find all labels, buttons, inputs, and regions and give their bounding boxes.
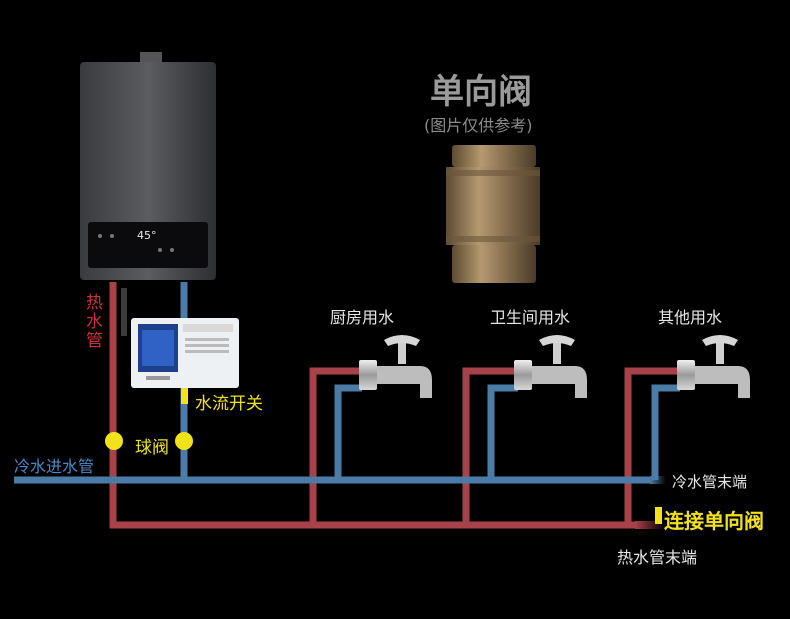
heater-display: 45° (137, 229, 157, 242)
faucet-label-other: 其他用水 (658, 308, 723, 327)
check-valve-marker (655, 507, 662, 524)
flow-switch-controller (131, 318, 239, 388)
ball-valve-label: 球阀 (135, 438, 169, 458)
cold-inlet-label: 冷水进水管 (14, 457, 95, 476)
hot-pipe-end (635, 521, 665, 529)
faucet-label-kitchen: 厨房用水 (330, 308, 395, 327)
cold-pipe-end (650, 476, 666, 484)
wire (121, 288, 127, 336)
ball-valve-cold (175, 432, 193, 450)
valve-reference-note: (图片仅供参考) (424, 116, 533, 135)
flow-switch-label: 水流开关 (195, 394, 263, 414)
ball-valve-hot (105, 432, 123, 450)
connect-check-valve-label: 连接单向阀 (664, 509, 764, 533)
water-heater (80, 52, 216, 280)
valve-title: 单向阀 (430, 72, 532, 112)
hot-water-pipe (109, 282, 680, 529)
check-valve-image (446, 145, 540, 283)
faucet-kitchen (359, 335, 432, 398)
hot-pipe-label: 热水管 (86, 293, 103, 351)
faucet-label-bathroom: 卫生间用水 (490, 308, 571, 327)
faucet-other (677, 335, 750, 398)
hot-pipe-end-label: 热水管末端 (617, 548, 698, 567)
faucet-bathroom (514, 335, 587, 398)
flow-switch-marker (181, 388, 188, 404)
cold-pipe-end-label: 冷水管末端 (672, 473, 748, 491)
